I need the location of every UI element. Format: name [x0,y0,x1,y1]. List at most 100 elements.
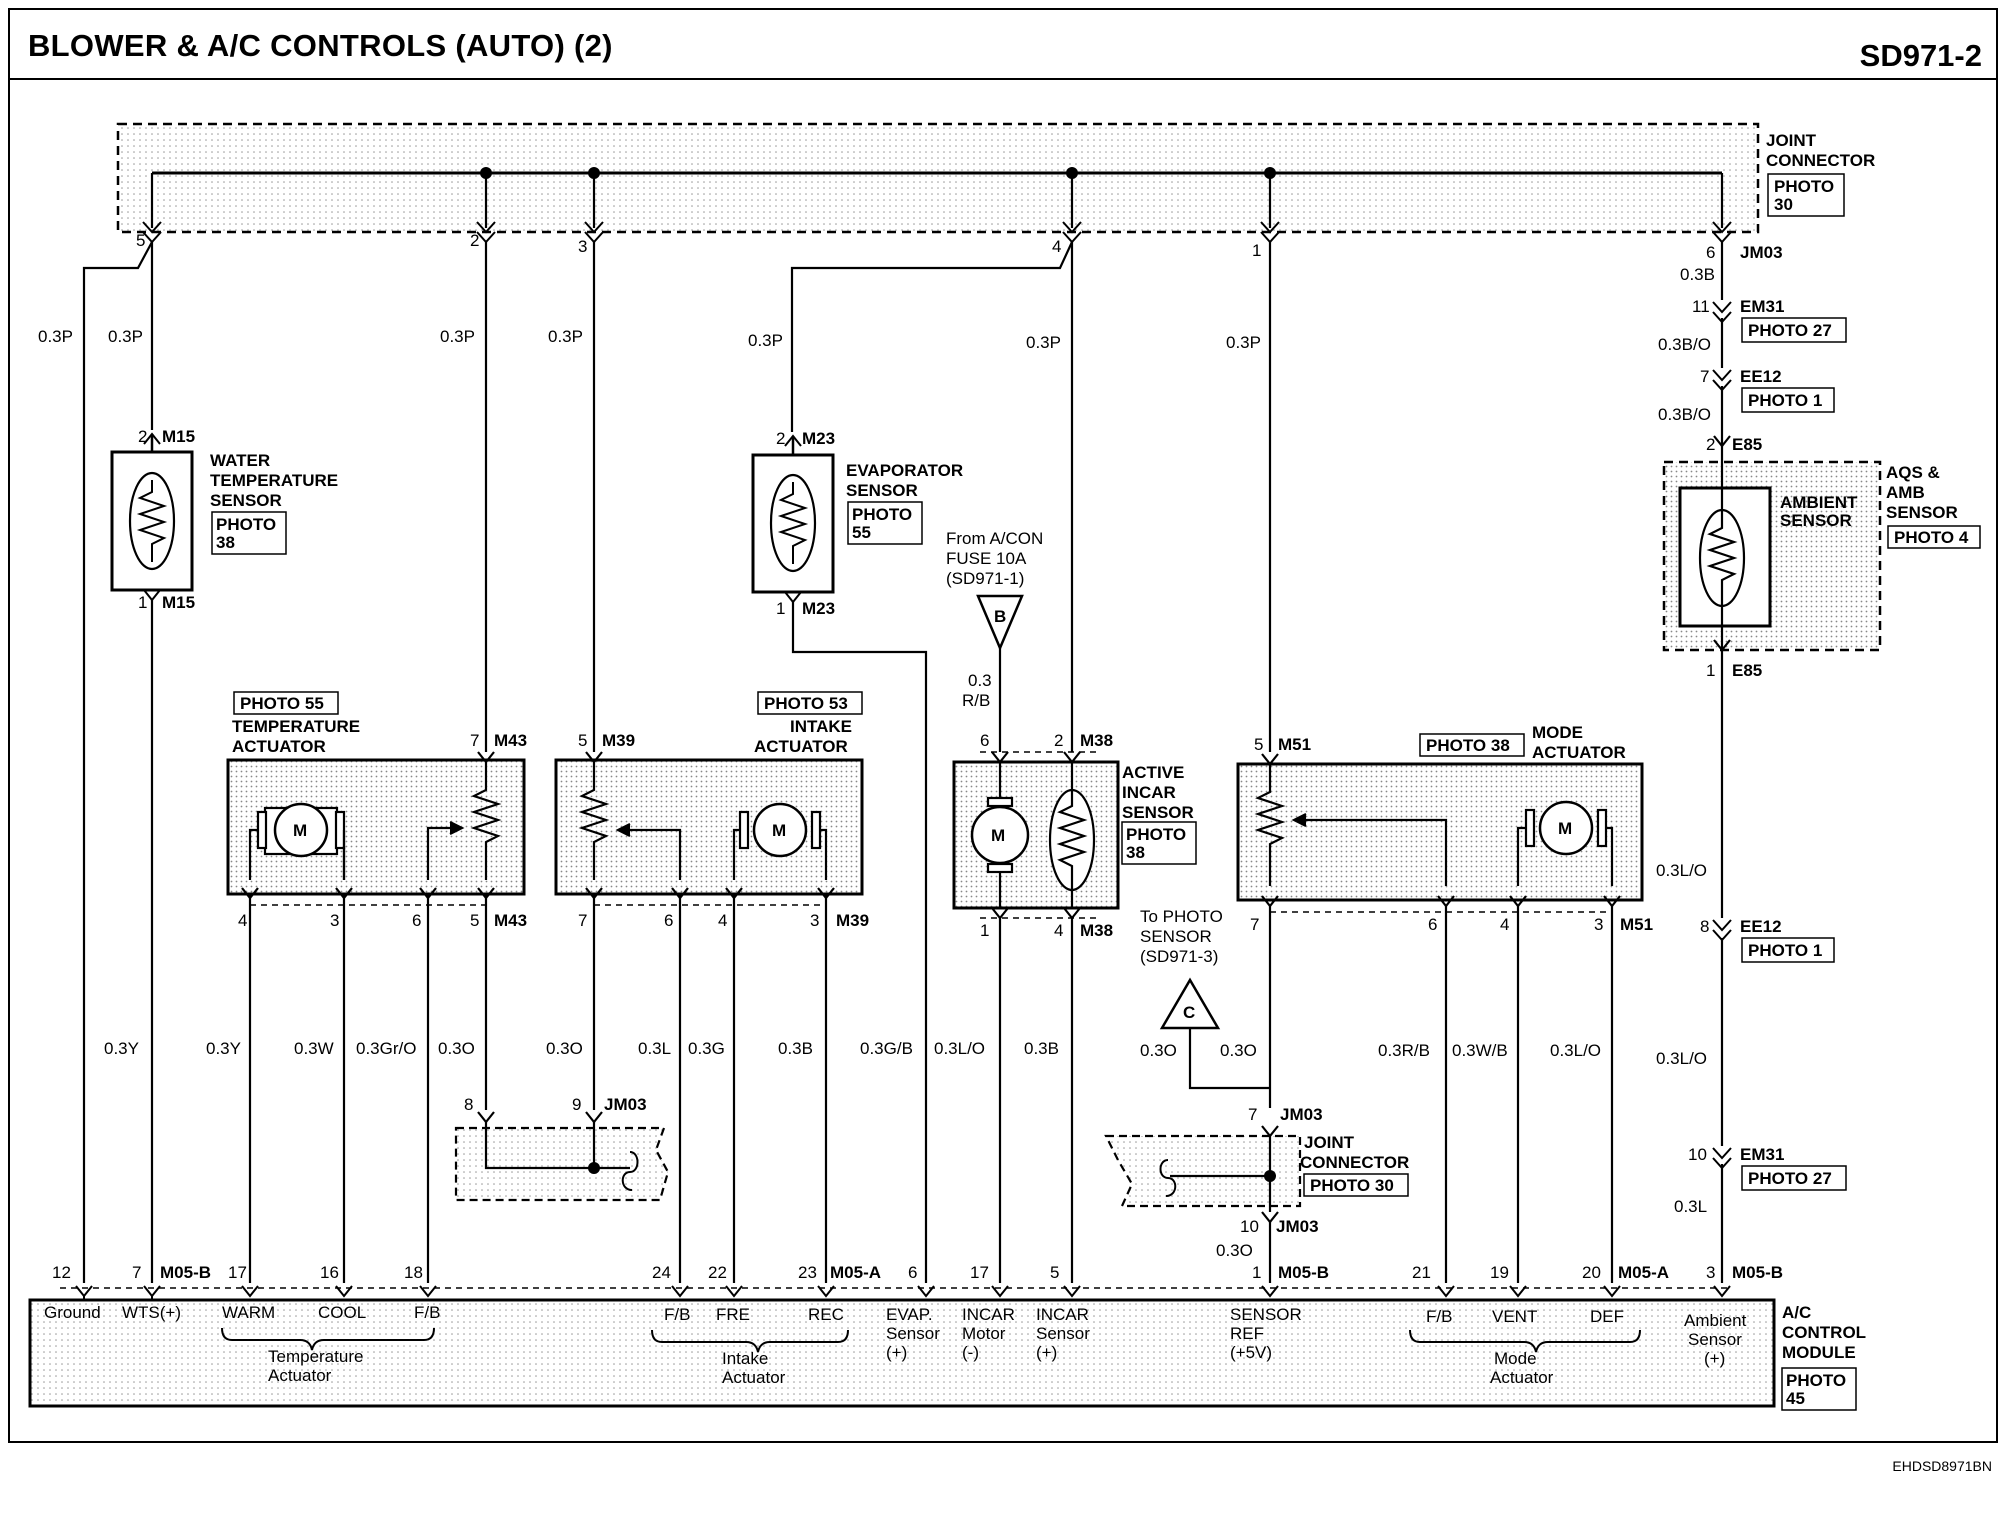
diagram-label: 0.3W [294,1039,334,1058]
diagram-label: E85 [1732,435,1762,454]
diagram-label: 0.3L [1674,1197,1707,1216]
diagram-label: 6 [1706,243,1715,262]
diagram-label: 7 [1700,367,1709,386]
diagram-label: PHOTO 4 [1894,528,1969,547]
splice-dot [588,167,600,179]
diagram-label: 3 [1706,1263,1715,1282]
splice-dot [1066,167,1078,179]
diagram-label: 11 [1692,297,1710,316]
diagram-label: M39 [836,911,869,930]
diagram-label: 5 [578,731,587,750]
diagram-ref: EHDSD8971BN [1892,1458,1992,1474]
diagram-label: 3 [330,911,339,930]
diagram-label: 3 [1594,915,1603,934]
diagram-label: 16 [320,1263,339,1282]
diagram-label: 8 [1700,917,1709,936]
diagram-label: M [772,821,786,840]
diagram-label: M23 [802,599,835,618]
diagram-label: F/B [664,1305,690,1324]
diagram-label: 0.3Y [206,1039,241,1058]
diagram-label: F/B [1426,1307,1452,1326]
diagram-label: PHOTO 1 [1748,391,1822,410]
ambient-sensor [1662,435,1882,655]
diagram-label: 1 [1252,1263,1261,1282]
diagram-label: 0.3O [1140,1041,1177,1060]
diagram-label: M51 [1620,915,1653,934]
diagram-label: 7 [578,911,587,930]
diagram-label: 7 [470,731,479,750]
diagram-label: 9 [572,1095,581,1114]
diagram-label: 4 [1500,915,1509,934]
diagram-label: 5 [1050,1263,1059,1282]
diagram-frame [8,8,1998,1443]
diagram-label: M05-B [1278,1263,1329,1282]
diagram-label: 0.3L/O [1656,1049,1707,1068]
diagram-label: VENT [1492,1307,1537,1326]
diagram-label: M [991,826,1005,845]
diagram-label: JM03 [1276,1217,1319,1236]
wire-label: 0.3P [548,327,583,346]
diagram-label: PHOTO 55 [240,694,324,713]
wire-label: 0.3B/O [1658,405,1711,424]
diagram-label: 2 [776,429,785,448]
evaporator-sensor [751,434,928,1283]
diagram-label: 4 [1054,921,1063,940]
fuse-reference [976,594,1024,752]
diagram-label: 7 [1248,1105,1257,1124]
diagram-label: 4 [718,911,727,930]
diagram-label: 10 [1688,1145,1707,1164]
diagram-label: 4 [1052,237,1061,256]
diagram-label: M43 [494,731,527,750]
diagram-label: M05-B [160,1263,211,1282]
diagram-label: M05-A [830,1263,881,1282]
diagram-label: C [1183,1003,1195,1022]
diagram-label: 3 [578,237,587,256]
diagram-label: COOL [318,1303,366,1322]
diagram-label: M51 [1278,735,1311,754]
diagram-label: FRE [716,1305,750,1324]
diagram-label: F/B [414,1303,440,1322]
joint-connector-bottom [1104,1125,1302,1283]
diagram-label: 22 [708,1263,727,1282]
diagram-label: 0.3O [438,1039,475,1058]
diagram-label: DEF [1590,1307,1624,1326]
diagram-label: 21 [1412,1263,1431,1282]
diagram-label: PHOTO 1 [1748,941,1822,960]
diagram-label: REC [808,1305,844,1324]
diagram-label: E85 [1732,661,1762,680]
diagram-label: M38 [1080,921,1113,940]
diagram-label: M39 [602,731,635,750]
diagram-label: JM03 [1280,1105,1323,1124]
diagram-label: 0.3Gr/O [356,1039,416,1058]
diagram-label: EE12 [1740,917,1782,936]
diagram-label: 24 [652,1263,671,1282]
diagram-label: 6 [664,911,673,930]
diagram-label: M05-A [1618,1263,1669,1282]
diagram-label: 0.3O [1216,1241,1253,1260]
diagram-label: 0.3B [1024,1039,1059,1058]
page-title: BLOWER & A/C CONTROLS (AUTO) (2) [28,28,613,63]
diagram-label: WARM [222,1303,275,1322]
diagram-label: M15 [162,427,195,446]
photo-sensor-reference [1159,977,1270,1090]
diagram-label: 5 [136,231,145,250]
diagram-label: 4 [238,911,247,930]
diagram-label: 23 [798,1263,817,1282]
active-incar-sensor [952,751,1120,1283]
